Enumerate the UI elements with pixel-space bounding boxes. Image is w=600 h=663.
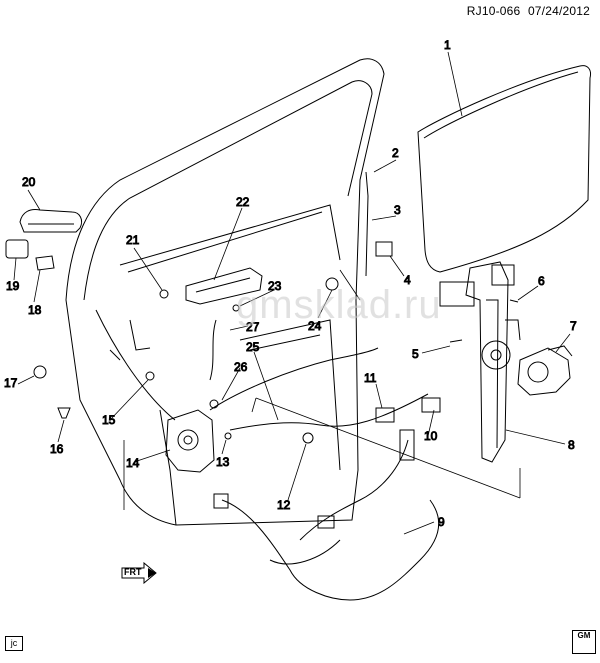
callout-9: 9 bbox=[438, 515, 445, 529]
callout-16: 16 bbox=[50, 442, 64, 456]
callout-17: 17 bbox=[4, 376, 18, 390]
callout-19: 19 bbox=[6, 279, 20, 293]
callout-15: 15 bbox=[102, 413, 116, 427]
callout-24: 24 bbox=[308, 319, 322, 333]
pushpin-16 bbox=[57, 407, 71, 419]
outside-handle bbox=[19, 209, 83, 233]
inside-handle bbox=[185, 267, 263, 305]
wiring-harness bbox=[213, 429, 440, 601]
window-motor bbox=[517, 345, 573, 396]
callout-26: 26 bbox=[234, 360, 248, 374]
clip-23 bbox=[232, 304, 240, 312]
callout-10: 10 bbox=[424, 429, 438, 443]
fastener-21 bbox=[159, 289, 169, 299]
frt-arrow-icon bbox=[121, 561, 157, 585]
callout-13: 13 bbox=[216, 455, 230, 469]
callout-22: 22 bbox=[236, 195, 250, 209]
callout-25: 25 bbox=[246, 340, 260, 354]
door-latch bbox=[165, 409, 215, 473]
cable-lock-rod bbox=[209, 319, 217, 381]
callout-11: 11 bbox=[364, 371, 377, 385]
callout-4: 4 bbox=[404, 273, 411, 287]
bolt-5 bbox=[449, 339, 463, 343]
clip-13 bbox=[224, 432, 232, 440]
cable-inside-handle bbox=[209, 347, 379, 411]
window-glass bbox=[417, 65, 591, 273]
door-shell bbox=[65, 58, 385, 526]
callout-27: 27 bbox=[246, 320, 260, 334]
diagram-reference: RJ10-066 07/24/2012 bbox=[467, 4, 590, 18]
clip-4 bbox=[375, 241, 393, 257]
callout-14: 14 bbox=[126, 456, 140, 470]
pad-10 bbox=[421, 397, 441, 413]
callout-7: 7 bbox=[570, 319, 577, 333]
leader-lines bbox=[13, 51, 571, 535]
handle-cap bbox=[35, 255, 55, 271]
plug-17 bbox=[33, 365, 47, 379]
callout-6: 6 bbox=[538, 274, 545, 288]
callout-3: 3 bbox=[394, 203, 401, 217]
callout-20: 20 bbox=[22, 175, 36, 189]
clip-12 bbox=[302, 432, 314, 444]
frt-label: FRT bbox=[124, 567, 142, 577]
gm-logo: GM bbox=[572, 630, 596, 654]
grommet-15 bbox=[145, 371, 155, 381]
callout-18: 18 bbox=[28, 303, 42, 317]
reference-date: 07/24/2012 bbox=[527, 4, 590, 18]
reference-code: RJ10-066 bbox=[466, 4, 521, 18]
corner-tag: jc bbox=[5, 636, 23, 651]
callout-23: 23 bbox=[268, 279, 282, 293]
front-direction-arrow: FRT bbox=[120, 561, 158, 585]
callout-5: 5 bbox=[412, 347, 419, 361]
watermark: gmsklad.ru bbox=[236, 283, 442, 327]
callout-2: 2 bbox=[392, 146, 399, 160]
clip-26 bbox=[209, 399, 219, 409]
cable-lock bbox=[229, 393, 429, 431]
callout-8: 8 bbox=[568, 438, 575, 452]
pad-11 bbox=[375, 407, 395, 423]
callout-21: 21 bbox=[126, 233, 140, 247]
callout-12: 12 bbox=[277, 498, 291, 512]
glass-channel bbox=[365, 171, 369, 277]
callout-1: 1 bbox=[444, 38, 451, 52]
guide-lines bbox=[123, 269, 521, 510]
window-regulator bbox=[439, 261, 521, 463]
bolt-6 bbox=[509, 299, 519, 303]
handle-bezel bbox=[5, 239, 29, 259]
